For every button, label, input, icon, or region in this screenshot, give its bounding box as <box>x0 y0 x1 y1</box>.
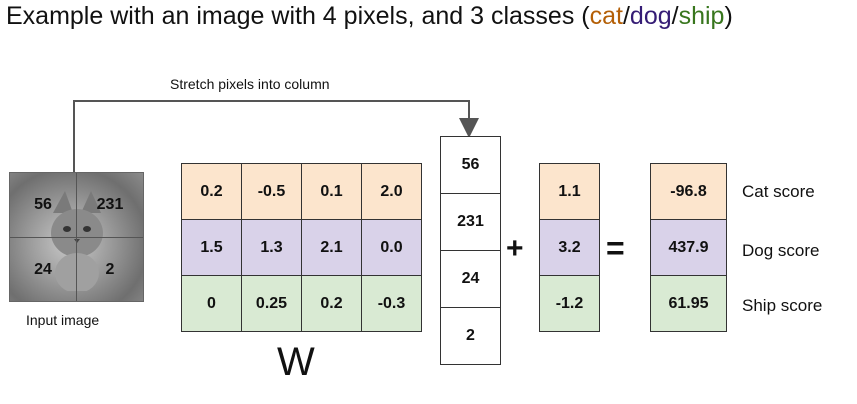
score-column: -96.8 437.9 61.95 <box>650 163 727 332</box>
bias-column: 1.1 3.2 -1.2 <box>539 163 600 332</box>
weight-matrix-label: W <box>277 340 315 384</box>
weight-matrix: 0.2 -0.5 0.1 2.0 1.5 1.3 2.1 0.0 0 0.25 … <box>181 163 422 332</box>
weight-cell: 0.25 <box>241 275 302 332</box>
input-image: 56 231 24 2 <box>9 172 144 302</box>
score-cell: -96.8 <box>650 163 727 220</box>
score-cell: 437.9 <box>650 219 727 276</box>
bias-cell: 3.2 <box>539 219 600 276</box>
pixel-column-cell: 56 <box>440 136 501 194</box>
weight-cell: 0.1 <box>301 163 362 220</box>
stretch-label: Stretch pixels into column <box>170 76 330 92</box>
pixel-column-cell: 24 <box>440 250 501 308</box>
weight-cell: 1.3 <box>241 219 302 276</box>
weight-cell: 0.2 <box>181 163 242 220</box>
pixel-cell: 231 <box>77 173 143 238</box>
title-separator: / <box>622 2 630 30</box>
weight-row-cat: 0.2 -0.5 0.1 2.0 <box>181 163 422 220</box>
title-dog: dog <box>629 2 672 30</box>
pixel-column-cell: 2 <box>440 307 501 365</box>
plus-sign: + <box>506 232 524 265</box>
input-image-label: Input image <box>26 312 100 328</box>
score-cell: 61.95 <box>650 275 727 332</box>
score-label-cat: Cat score <box>742 182 815 201</box>
weight-cell: 1.5 <box>181 219 242 276</box>
weight-cell: -0.5 <box>241 163 302 220</box>
equals-sign: = <box>606 230 625 266</box>
pixel-column-cell: 231 <box>440 193 501 251</box>
weight-cell: 0.0 <box>361 219 422 276</box>
pixel-column: 56 231 24 2 <box>440 136 501 365</box>
title-suffix: ) <box>724 2 733 30</box>
weight-cell: 0.2 <box>301 275 362 332</box>
pixel-cell: 24 <box>10 238 77 301</box>
weight-row-dog: 1.5 1.3 2.1 0.0 <box>181 219 422 276</box>
title-cat: cat <box>589 2 623 30</box>
score-label-dog: Dog score <box>742 241 820 260</box>
bias-cell: -1.2 <box>539 275 600 332</box>
score-label-ship: Ship score <box>742 296 823 315</box>
cat-icon <box>51 191 103 291</box>
weight-cell: 2.0 <box>361 163 422 220</box>
bias-cell: 1.1 <box>539 163 600 220</box>
title-separator: / <box>671 2 679 30</box>
title-ship: ship <box>678 2 725 30</box>
weight-row-ship: 0 0.25 0.2 -0.3 <box>181 275 422 332</box>
pixel-cell: 2 <box>105 261 115 278</box>
weight-cell: -0.3 <box>361 275 422 332</box>
title-prefix: Example with an image with 4 pixels, and… <box>6 2 590 30</box>
weight-cell: 2.1 <box>301 219 362 276</box>
page-title: Example with an image with 4 pixels, and… <box>6 2 733 31</box>
pixel-cell: 56 <box>10 173 77 238</box>
weight-cell: 0 <box>181 275 242 332</box>
